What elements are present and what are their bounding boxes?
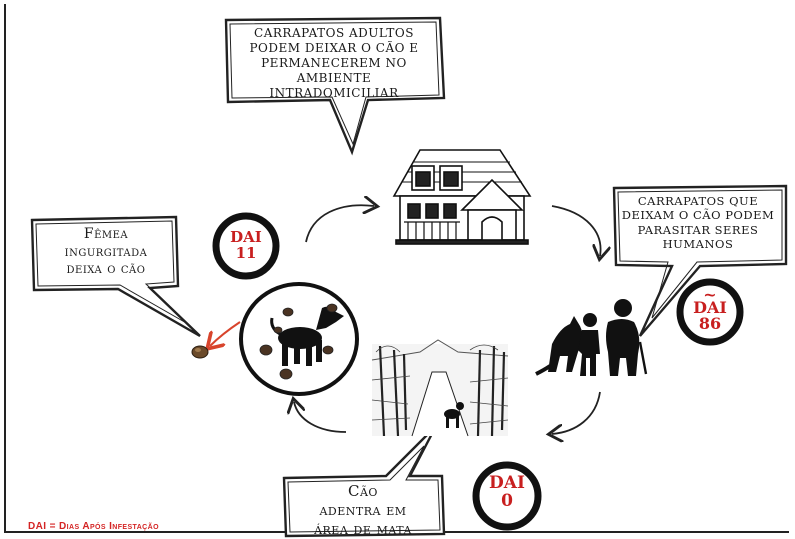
bubble-left [30,215,201,338]
badge-dai-0 [472,461,542,531]
bubble-right [612,184,788,337]
dog-with-ticks-icon [239,282,359,396]
house-icon [392,149,532,245]
people-with-dog-icon [535,299,648,376]
badge-dai-11 [212,212,280,280]
legend-text: DAI = Dias Após Infestação [28,521,159,532]
badge-dai-86 [676,278,744,346]
cycle-arrows [210,205,601,434]
bubble-top [224,16,446,156]
forest-path-icon [371,339,509,437]
bubble-bottom [282,425,446,538]
tick-marks [259,303,338,380]
engorged-tick-icon [191,345,209,359]
